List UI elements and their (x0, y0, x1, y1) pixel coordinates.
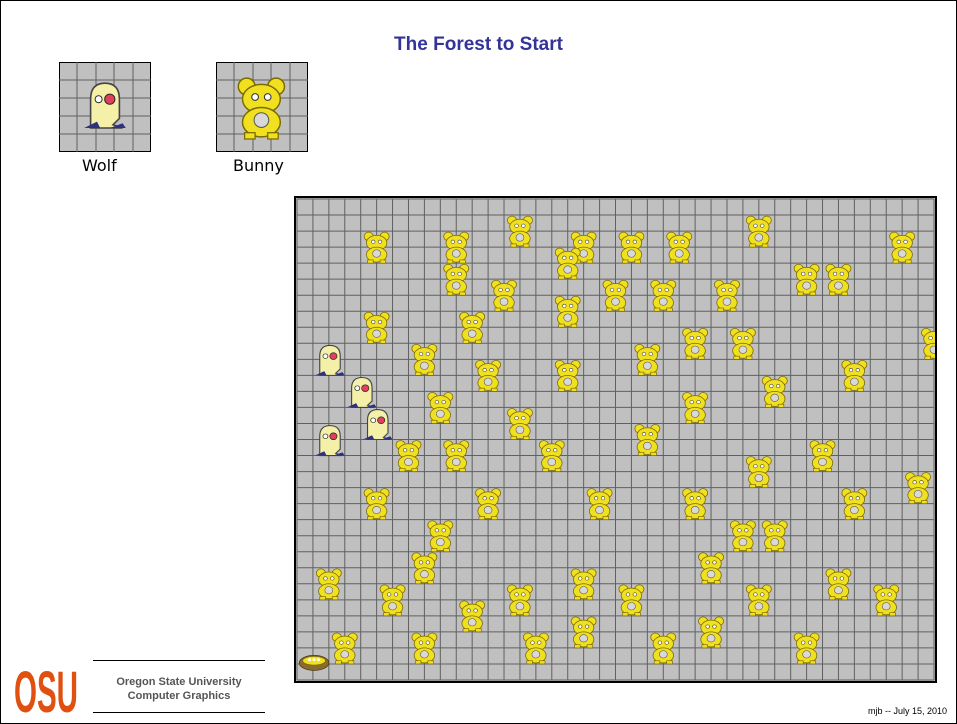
wolf-label: Wolf (82, 156, 117, 175)
institution-dept: Computer Graphics (93, 689, 265, 703)
institution-text: Oregon State University Computer Graphic… (93, 675, 265, 703)
bunny-label: Bunny (233, 156, 284, 175)
bunny-legend-icon (216, 62, 308, 152)
wolf-legend-icon (59, 62, 151, 152)
divider (93, 660, 265, 661)
osu-logo-text: OSU (14, 660, 78, 718)
nest-icon (299, 655, 329, 670)
osu-logo-icon: OSU (14, 654, 78, 718)
slide-title: The Forest to Start (0, 34, 957, 56)
footer-credit: mjb -- July 15, 2010 (868, 706, 947, 716)
forest-grid (294, 196, 937, 683)
institution-name: Oregon State University (93, 675, 265, 689)
divider (93, 712, 265, 713)
